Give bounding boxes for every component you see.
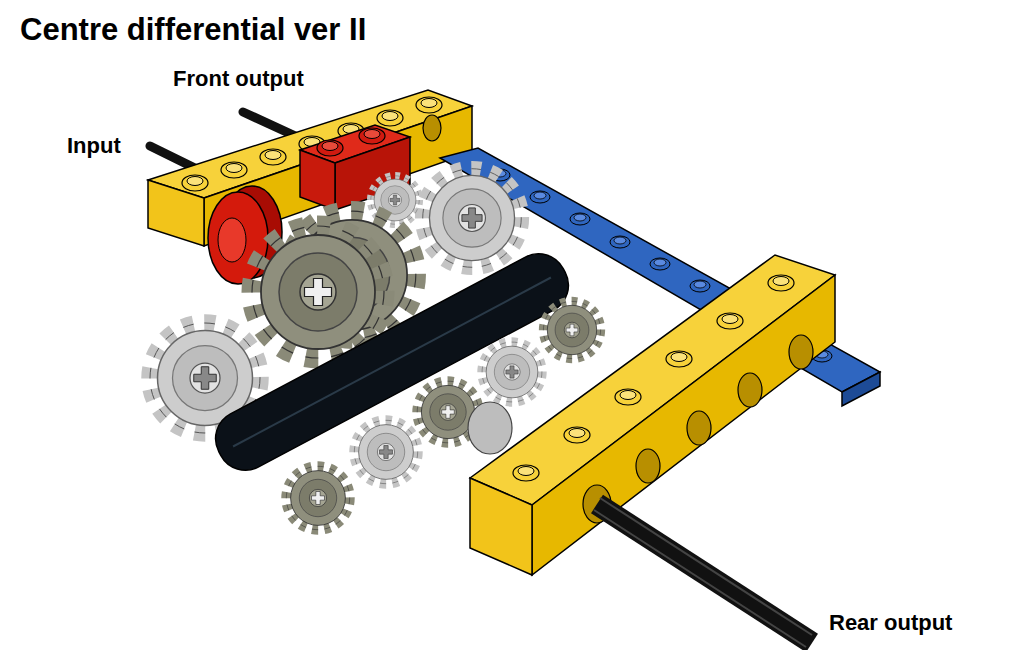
beam-hole (423, 115, 441, 141)
gear (354, 420, 417, 483)
gear (286, 466, 349, 529)
blue-plate-end (842, 372, 880, 406)
rear-output-axle (597, 504, 812, 643)
diagram-title: Centre differential ver II (20, 12, 366, 48)
stud (564, 427, 590, 443)
red-pulley (208, 192, 268, 284)
stud (221, 162, 247, 178)
gear (543, 301, 600, 358)
part-label: Rear output (826, 610, 955, 635)
stud (650, 258, 670, 270)
red-pulley-hub (218, 218, 246, 262)
axle-connector (468, 402, 512, 454)
stud (690, 280, 710, 292)
stud (317, 140, 343, 156)
red-brick-end (300, 150, 335, 210)
stud (717, 313, 743, 329)
beam-hole (636, 449, 660, 483)
beam-hole (687, 411, 711, 445)
gear (423, 169, 522, 268)
stud (377, 110, 403, 126)
stud (260, 149, 286, 165)
stud (513, 465, 539, 481)
part-label: Input (64, 133, 124, 158)
part-label: Front output (170, 66, 307, 91)
stud (570, 213, 590, 225)
stud (359, 128, 385, 144)
stud (666, 351, 692, 367)
yellow-beam-side (532, 275, 835, 575)
gear (252, 226, 384, 358)
axle-groove (600, 498, 812, 635)
stud (416, 97, 442, 113)
stud (610, 236, 630, 248)
stud (615, 389, 641, 405)
axle-groove (594, 510, 806, 647)
stud (530, 191, 550, 203)
yellow-beam-end (470, 478, 532, 575)
stud (182, 175, 208, 191)
beam-hole (789, 335, 813, 369)
stud (768, 275, 794, 291)
beam-hole (738, 373, 762, 407)
gear (482, 342, 542, 402)
